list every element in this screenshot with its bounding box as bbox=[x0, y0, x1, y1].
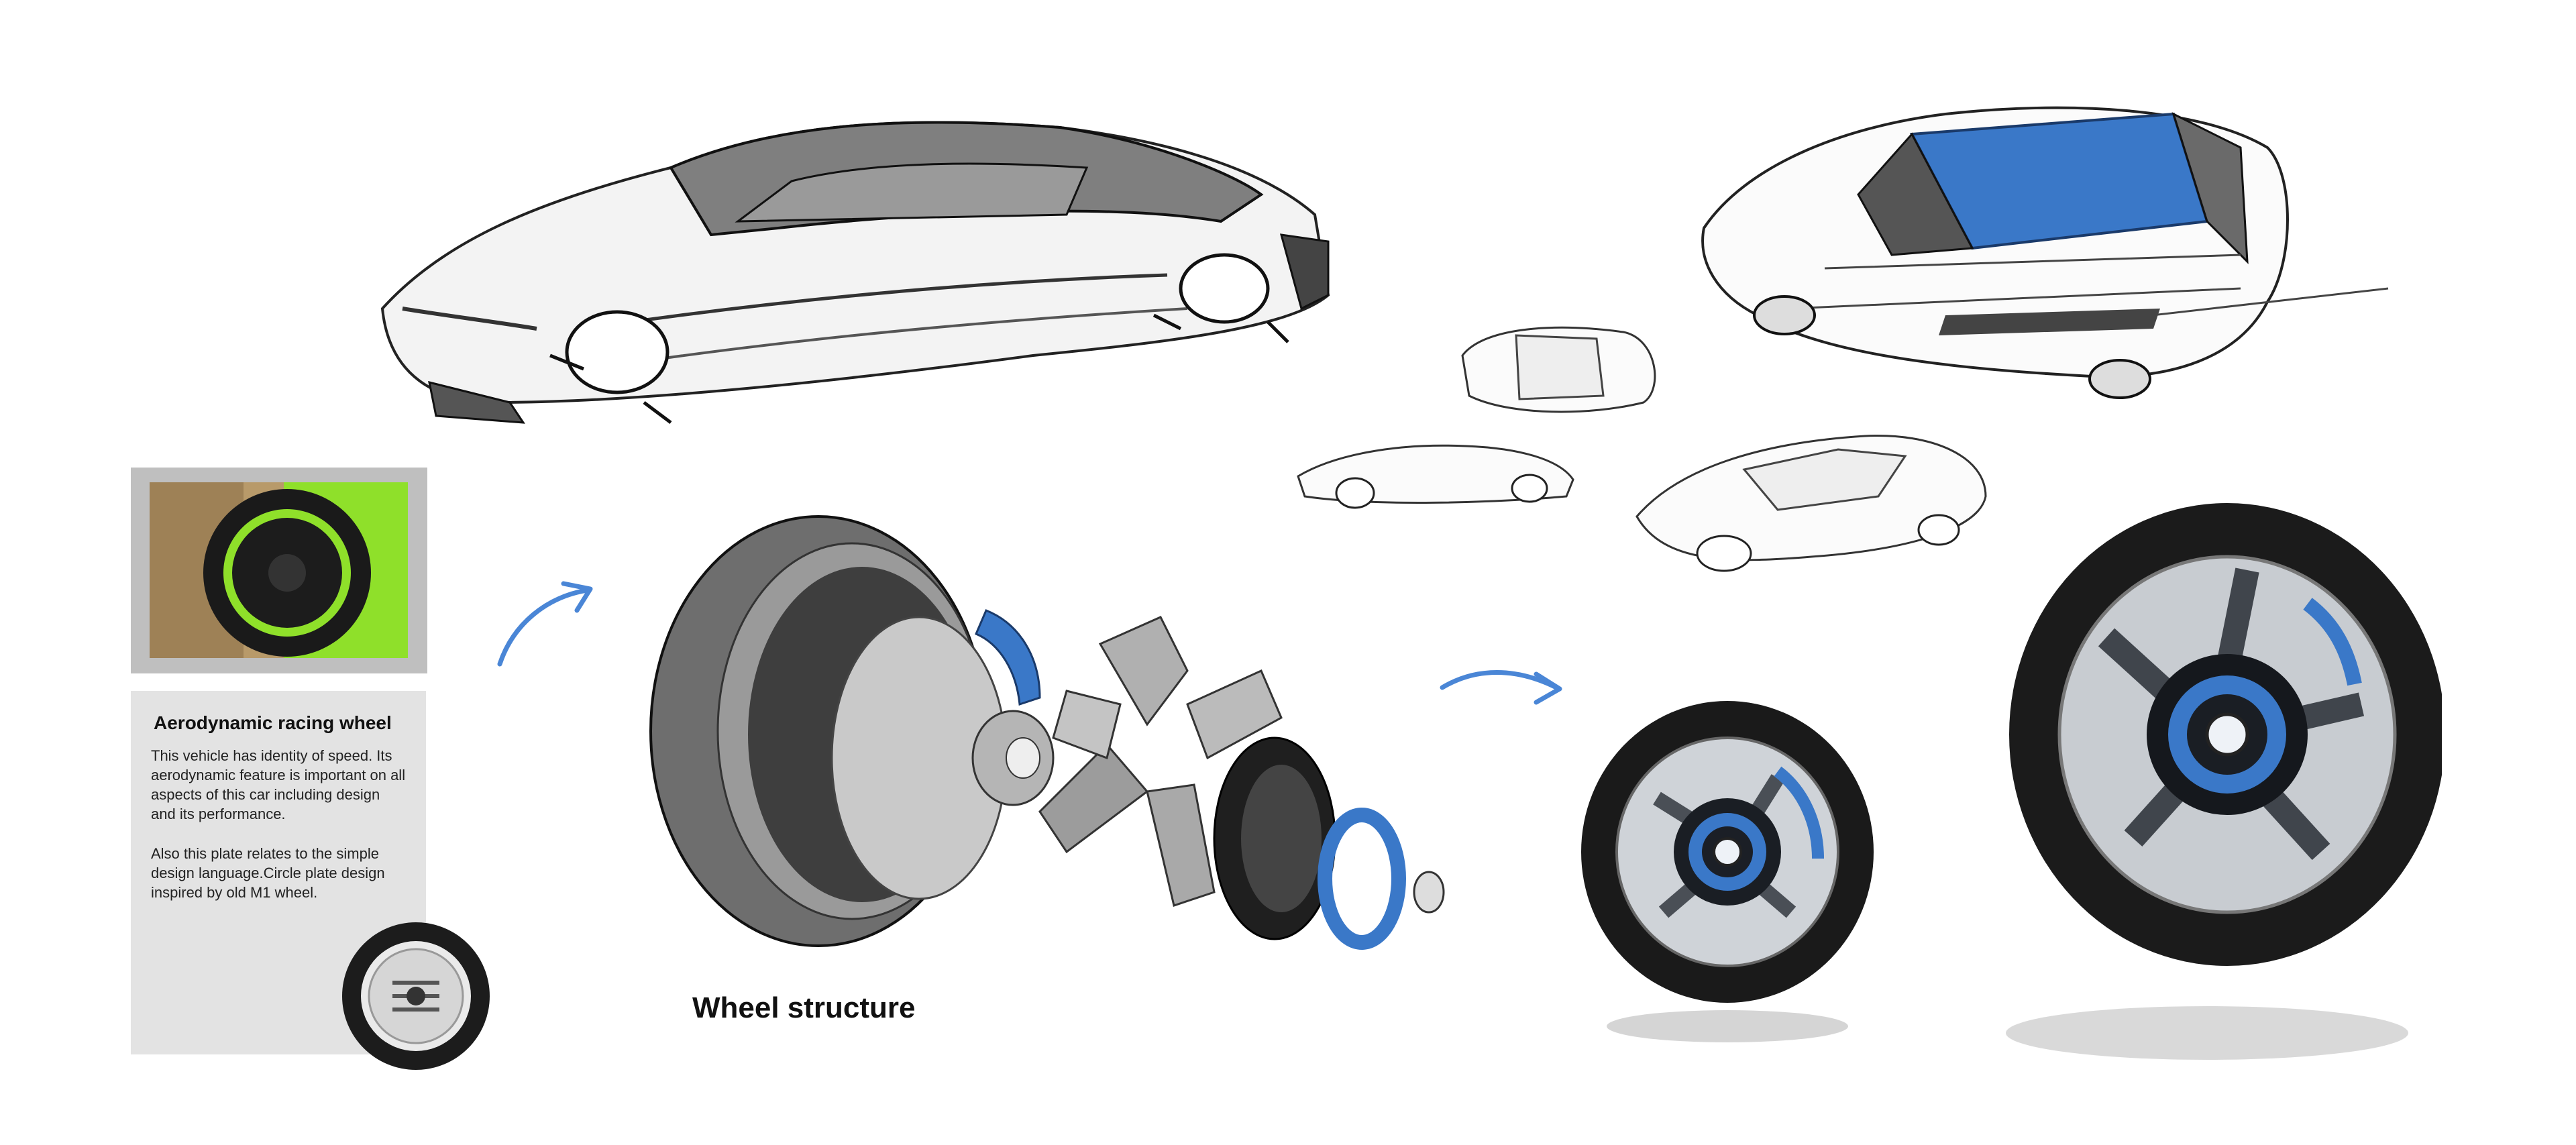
m1-wheel-icon bbox=[342, 922, 490, 1070]
reference-photo-frame bbox=[131, 468, 427, 673]
arrow-icon-right bbox=[1440, 670, 1562, 705]
card-paragraph-1: This vehicle has identity of speed. Its … bbox=[151, 747, 406, 822]
wheel-structure-label: Wheel structure bbox=[692, 991, 916, 1024]
car-small-sketch-side bbox=[1297, 444, 1574, 509]
card-title: Aerodynamic racing wheel bbox=[154, 712, 392, 733]
rendered-wheel-small bbox=[1581, 701, 1874, 1042]
info-card: Aerodynamic racing wheel This vehicle ha… bbox=[131, 691, 426, 1054]
wheel-structure-exploded bbox=[649, 515, 1445, 950]
rendered-wheel-large bbox=[2006, 503, 2442, 1060]
arrow-icon-left bbox=[497, 581, 593, 667]
card-paragraph-2: Also this plate relates to the simple de… bbox=[151, 845, 385, 901]
car-top-sketch bbox=[1701, 106, 2389, 399]
reference-wheel-photo bbox=[150, 482, 408, 658]
car-small-sketch-perspective bbox=[1635, 435, 1987, 572]
car-small-sketch-top bbox=[1461, 326, 1656, 413]
car-side-sketch bbox=[380, 121, 1330, 424]
